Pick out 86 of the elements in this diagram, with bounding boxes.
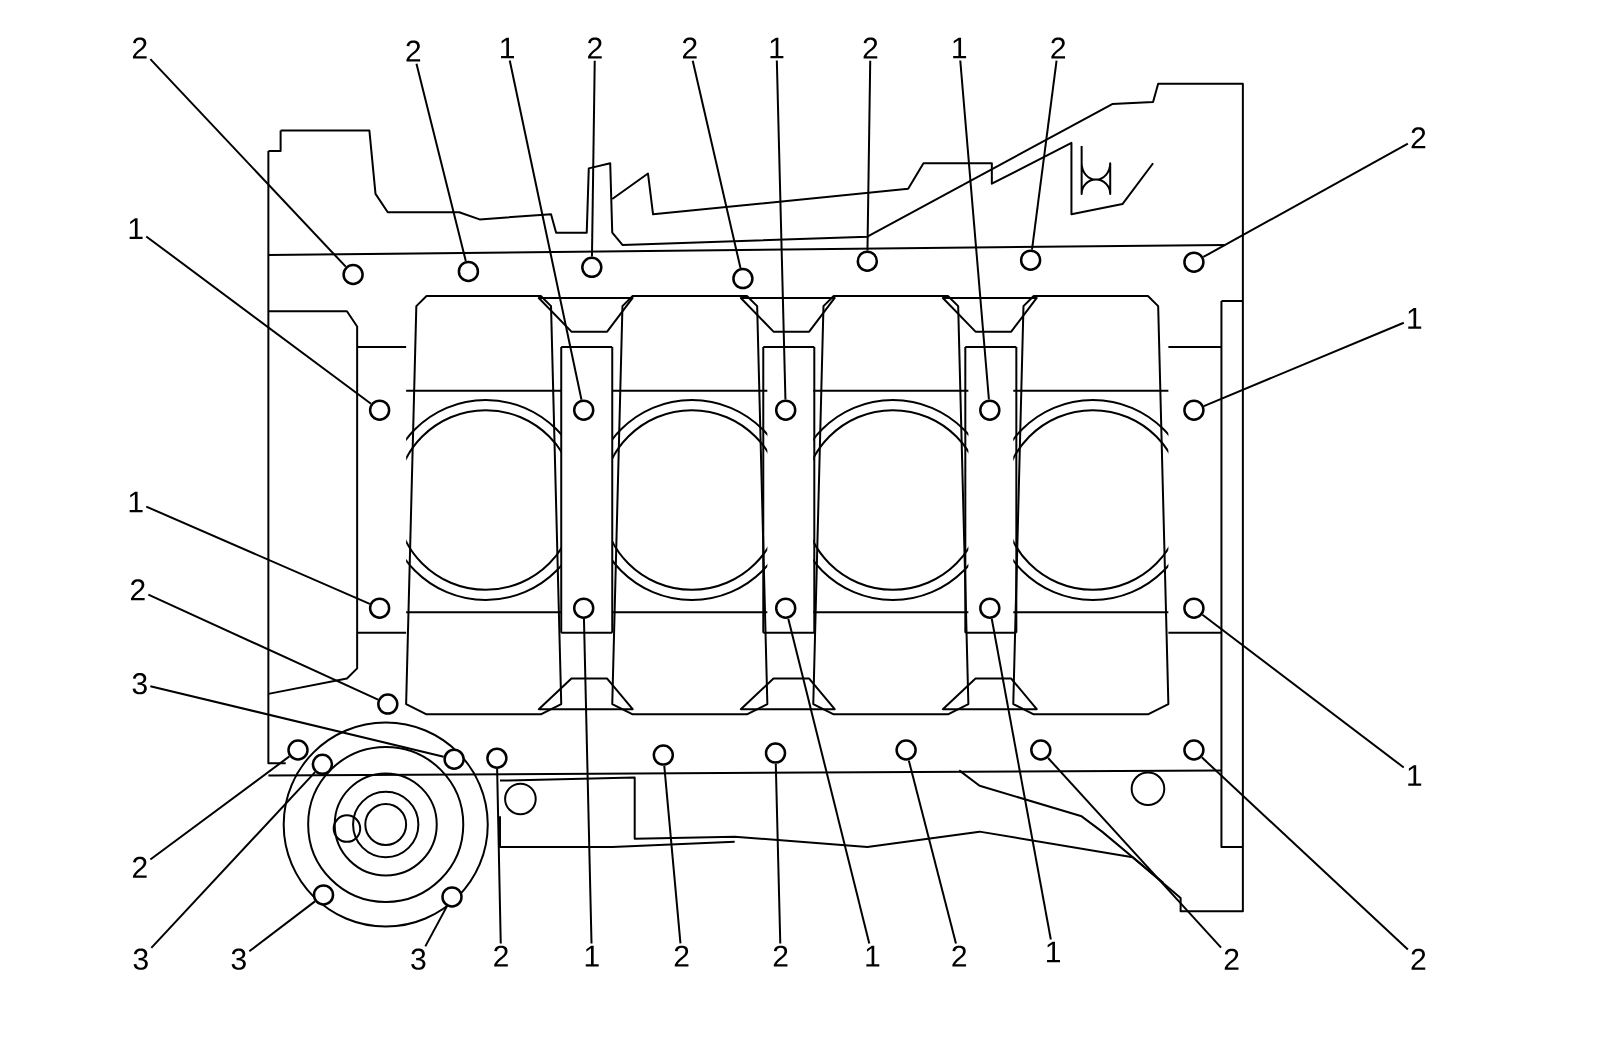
bolt-hole bbox=[457, 260, 480, 283]
callout-number: 2 bbox=[863, 37, 878, 59]
callout-number: 3 bbox=[133, 948, 148, 970]
leader-line bbox=[787, 617, 871, 945]
leader-line bbox=[774, 762, 782, 945]
leader-line bbox=[1201, 613, 1405, 769]
callout-number: 1 bbox=[866, 945, 880, 967]
callout-number: 1 bbox=[501, 37, 514, 59]
leader-line bbox=[145, 505, 371, 605]
leader-line bbox=[1031, 59, 1058, 251]
bolt-hole bbox=[572, 399, 595, 421]
bolt-hole bbox=[486, 747, 508, 769]
callout-number: 2 bbox=[682, 37, 697, 59]
bolt-hole bbox=[856, 250, 879, 272]
bolt-hole bbox=[1183, 597, 1205, 619]
leader-line bbox=[508, 59, 583, 401]
leader-line bbox=[496, 767, 502, 945]
bolt-hole bbox=[895, 739, 917, 761]
callout-number: 1 bbox=[1408, 765, 1422, 786]
leader-line bbox=[145, 235, 372, 405]
callout-number: 2 bbox=[1411, 948, 1426, 970]
leader-line bbox=[149, 755, 291, 861]
bolt-hole bbox=[311, 753, 334, 776]
leader-line bbox=[1202, 321, 1405, 408]
callout-number: 3 bbox=[231, 948, 246, 970]
leader-line bbox=[149, 58, 347, 268]
callout-number: 3 bbox=[411, 948, 426, 970]
callout-number: 2 bbox=[494, 945, 508, 967]
callout-number: 2 bbox=[674, 945, 689, 967]
callout-number: 2 bbox=[130, 579, 145, 601]
callout-number: 1 bbox=[129, 218, 143, 239]
bolt-hole bbox=[342, 263, 364, 286]
callout-number: 2 bbox=[588, 37, 602, 59]
bolt-hole bbox=[1183, 399, 1205, 421]
bolt-hole bbox=[1030, 739, 1052, 761]
bolt-hole bbox=[764, 742, 787, 764]
leader-line bbox=[1202, 142, 1409, 258]
callout-number: 1 bbox=[1408, 308, 1422, 329]
leader-line bbox=[990, 617, 1052, 941]
bolt-hole bbox=[287, 739, 309, 761]
leader-line bbox=[775, 59, 787, 401]
bolt-hole bbox=[774, 399, 797, 421]
bolt-hole bbox=[368, 399, 391, 421]
leader-line bbox=[424, 905, 448, 948]
callout-number: 2 bbox=[952, 945, 967, 967]
callout-number: 2 bbox=[773, 945, 788, 967]
bolt-hole bbox=[572, 597, 595, 619]
callout-number: 1 bbox=[585, 945, 599, 967]
leader-line bbox=[415, 62, 467, 262]
callout-number: 1 bbox=[953, 37, 967, 59]
leader-line bbox=[907, 759, 957, 945]
bolt-hole bbox=[1183, 251, 1205, 273]
bolt-hole bbox=[732, 267, 754, 290]
leader-line bbox=[959, 59, 990, 401]
callout-number: 2 bbox=[406, 40, 421, 62]
leader-line bbox=[691, 59, 742, 270]
bolt-hole bbox=[979, 597, 1001, 619]
bolt-hole bbox=[652, 744, 675, 766]
callout-number: 3 bbox=[132, 673, 147, 695]
bolt-hole bbox=[441, 886, 463, 908]
leader-line bbox=[590, 59, 596, 258]
callout-number: 2 bbox=[132, 37, 147, 59]
leader-line bbox=[150, 771, 317, 949]
bolt-hole bbox=[377, 693, 399, 715]
leader-line bbox=[149, 685, 445, 758]
callout-number: 1 bbox=[1047, 941, 1060, 963]
leader-line bbox=[866, 59, 872, 252]
callout-number: 1 bbox=[129, 491, 143, 513]
bolt-hole bbox=[312, 884, 335, 906]
bolt-hole bbox=[443, 748, 465, 770]
leader-line bbox=[248, 900, 316, 953]
callout-number: 2 bbox=[132, 856, 147, 878]
callout-number: 2 bbox=[1411, 127, 1426, 149]
bolt-hole bbox=[581, 256, 603, 279]
leader-line bbox=[1047, 756, 1223, 949]
leader-line bbox=[582, 617, 593, 945]
leader-line bbox=[1200, 756, 1409, 951]
bolt-hole bbox=[979, 399, 1001, 421]
callout-number: 1 bbox=[770, 37, 784, 59]
callout-number: 2 bbox=[1051, 37, 1066, 59]
callout-number: 2 bbox=[1224, 948, 1239, 970]
bolt-hole bbox=[774, 597, 797, 619]
bolt-hole bbox=[368, 597, 391, 619]
bolt-hole bbox=[1183, 739, 1205, 761]
bolt-hole bbox=[1019, 249, 1042, 271]
leader-line bbox=[663, 764, 682, 945]
